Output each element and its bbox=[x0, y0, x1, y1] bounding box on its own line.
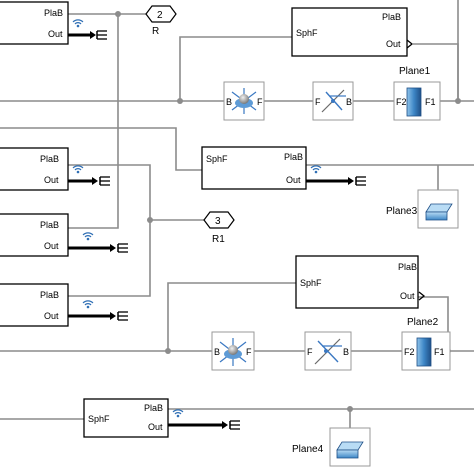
port-label-out: Out bbox=[44, 241, 59, 251]
port-label-plab: PlaB bbox=[40, 154, 59, 164]
junction-dot bbox=[115, 11, 121, 17]
transform-joint-4[interactable]: F B bbox=[304, 331, 352, 371]
output-port-4 bbox=[68, 165, 111, 186]
plane-name: Plane2 bbox=[407, 317, 439, 328]
port-label-plab: PlaB bbox=[40, 220, 59, 230]
spherical-joint-1[interactable]: B F bbox=[223, 81, 265, 121]
plane-block-4[interactable]: Plane4 bbox=[292, 427, 371, 467]
port-label-sphf: SphF bbox=[206, 154, 228, 164]
subsystem-block-2[interactable]: SphF PlaB Out bbox=[291, 7, 408, 57]
port-label-out: Out bbox=[386, 39, 401, 49]
port-label-f1: F1 bbox=[434, 347, 445, 357]
plane-name: Plane4 bbox=[292, 444, 324, 455]
junction-dot bbox=[177, 98, 183, 104]
port-label-f: F bbox=[315, 97, 321, 107]
port-label-out: Out bbox=[148, 422, 163, 432]
subsystem-block-5[interactable]: PlaB Out bbox=[0, 213, 69, 257]
port-label-plab: PlaB bbox=[382, 12, 401, 22]
port-label-out: Out bbox=[48, 29, 63, 39]
port-label-f: F bbox=[307, 347, 313, 357]
junction-dot bbox=[347, 406, 353, 412]
port-label-out: Out bbox=[286, 175, 301, 185]
port-label-sphf: SphF bbox=[300, 278, 322, 288]
output-port-8 bbox=[168, 409, 241, 430]
junction-dot bbox=[147, 217, 153, 223]
port-label-out: Out bbox=[400, 291, 415, 301]
cylinder-icon bbox=[406, 87, 422, 117]
junction-dot bbox=[455, 98, 461, 104]
slab-icon bbox=[425, 203, 453, 213]
output-arrow bbox=[418, 291, 426, 301]
port-label-b: B bbox=[343, 347, 349, 357]
output-arrow bbox=[406, 39, 414, 49]
port-label-plab: PlaB bbox=[40, 290, 59, 300]
frame-transform-icon bbox=[321, 89, 346, 113]
plane-name: Plane3 bbox=[386, 206, 418, 217]
port-label-out: Out bbox=[44, 311, 59, 321]
output-port-5 bbox=[68, 232, 129, 253]
port-label-plab: PlaB bbox=[284, 152, 303, 162]
port-label-out: Out bbox=[44, 175, 59, 185]
plane-block-1[interactable]: Plane1 F2 F1 bbox=[393, 66, 441, 121]
subsystem-block-3[interactable]: SphF PlaB Out bbox=[201, 146, 307, 190]
output-port-6 bbox=[68, 300, 129, 321]
port-label-f1: F1 bbox=[425, 97, 436, 107]
port-label-f: F bbox=[246, 347, 252, 357]
transform-joint-2[interactable]: F B bbox=[312, 81, 354, 121]
cylinder-icon bbox=[416, 337, 432, 367]
subsystem-block-8[interactable]: SphF PlaB Out bbox=[83, 398, 169, 438]
goto-tag-r1[interactable]: 3 R1 bbox=[203, 211, 235, 245]
subsystem-block-1[interactable]: PlaB Out bbox=[0, 1, 69, 45]
port-label-plab: PlaB bbox=[144, 403, 163, 413]
output-port-1 bbox=[68, 19, 108, 40]
frame-transform-icon bbox=[314, 338, 342, 365]
port-label-f2: F2 bbox=[396, 97, 407, 107]
plane-name: Plane1 bbox=[399, 66, 431, 77]
plane-block-3[interactable]: Plane3 bbox=[386, 189, 459, 229]
slab-icon bbox=[336, 441, 364, 451]
goto-number: 3 bbox=[215, 216, 221, 227]
port-label-b: B bbox=[346, 97, 352, 107]
joint-ball-icon bbox=[219, 338, 247, 366]
spherical-joint-3[interactable]: B F bbox=[211, 331, 255, 371]
subsystem-block-7[interactable]: SphF PlaB Out bbox=[295, 255, 419, 309]
port-label-f2: F2 bbox=[404, 347, 415, 357]
goto-tag-r[interactable]: 2 R bbox=[145, 5, 177, 37]
port-label-plab: PlaB bbox=[44, 8, 63, 18]
output-port-3 bbox=[306, 165, 367, 186]
goto-label: R bbox=[152, 26, 159, 37]
plane-block-2[interactable]: Plane2 F2 F1 bbox=[401, 317, 451, 371]
port-label-b: B bbox=[214, 347, 220, 357]
port-label-sphf: SphF bbox=[88, 414, 110, 424]
goto-number: 2 bbox=[157, 10, 163, 21]
port-label-b: B bbox=[226, 97, 232, 107]
joint-ball-icon bbox=[231, 88, 257, 114]
junction-dot bbox=[165, 348, 171, 354]
port-label-sphf: SphF bbox=[296, 28, 318, 38]
port-label-plab: PlaB bbox=[398, 262, 417, 272]
subsystem-block-6[interactable]: PlaB Out bbox=[0, 283, 69, 327]
subsystem-block-4[interactable]: PlaB Out bbox=[0, 147, 69, 191]
port-label-f: F bbox=[257, 97, 263, 107]
goto-label: R1 bbox=[212, 234, 225, 245]
